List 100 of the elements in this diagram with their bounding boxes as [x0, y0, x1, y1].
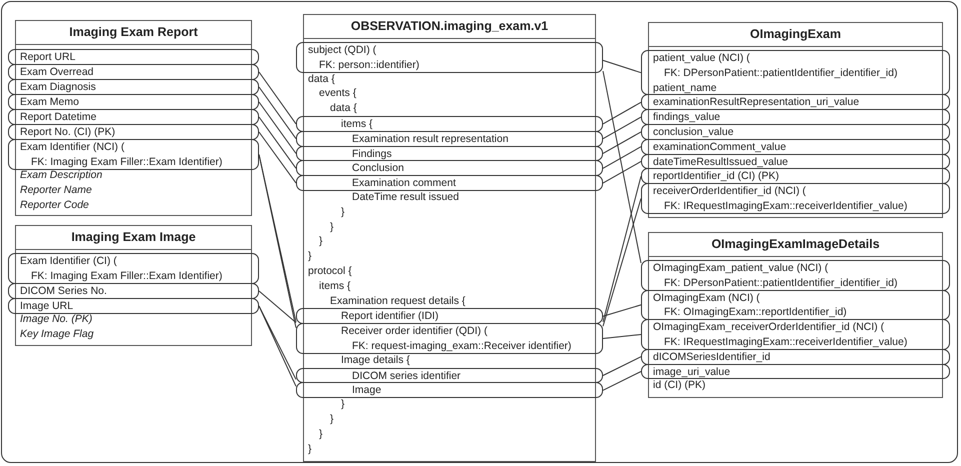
connector-line [602, 304, 642, 317]
connector-line [602, 334, 642, 339]
attribute-name: Reporter Name [20, 183, 92, 198]
field-name: OImagingExam_receiverOrderIdentifier_id (NCI) ( [652, 320, 886, 335]
code-line: protocol { [308, 264, 352, 279]
field-name: FK: IRequestImagingExam::receiverIdentifier_value) [663, 198, 908, 214]
field-row [641, 348, 950, 365]
field-row [296, 130, 603, 147]
connector-line [258, 102, 296, 154]
field-row [296, 382, 603, 398]
field-name: Report Datetime [19, 110, 98, 125]
connector-line [258, 72, 296, 124]
field-name: Exam Overread [19, 65, 95, 80]
field-row [8, 79, 259, 95]
field-row [641, 154, 950, 170]
field-row [641, 109, 950, 125]
connector-line [258, 116, 296, 169]
code-line: data { [308, 72, 335, 86]
code-line: } [319, 234, 323, 250]
field-row [641, 364, 950, 380]
attribute-name: Exam Description [20, 168, 102, 183]
connector-line [602, 60, 642, 74]
field-name: dateTimeResultIssued_value [652, 154, 790, 170]
code-line: } [330, 220, 334, 234]
field-name: Receiver order identifier (QDI) ( [340, 324, 488, 339]
code-line: } [341, 204, 345, 220]
attribute-name: Key Image Flag [20, 327, 94, 342]
table-title: OBSERVATION.imaging_exam.v1 [304, 15, 595, 39]
field-row [641, 168, 950, 184]
field-name: examinationResultRepresentation_uri_value [652, 95, 860, 110]
field-name: findings_value [652, 110, 722, 125]
field-row [296, 175, 603, 191]
field-row [296, 146, 603, 162]
field-row [641, 290, 950, 320]
code-line: } [308, 442, 312, 456]
field-name: FK: OImagingExam::reportIdentifier_id) [663, 305, 848, 320]
connector-line [258, 86, 296, 140]
field-name: Image [351, 383, 382, 398]
field-name: Exam Identifier (CI) ( [19, 254, 118, 269]
field-name: OImagingExam (NCI) ( [652, 290, 761, 306]
field-row [641, 319, 950, 350]
field-name: FK: Imaging Exam Filler::Exam Identifier) [30, 268, 224, 284]
connector-line [602, 102, 642, 124]
field-name: Image URL [19, 299, 74, 314]
field-name: Report No. (CI) (PK) [19, 125, 116, 140]
field-name: Report identifier (IDI) [340, 309, 440, 324]
field-row [8, 298, 259, 314]
field-name: Examination result representation [351, 132, 510, 147]
field-name: image_uri_value [652, 364, 732, 380]
field-name: items { [340, 117, 374, 132]
field-name: FK: IRequestImagingExam::receiverIdentifier_value) [663, 334, 908, 350]
field-name: dICOMSeriesIdentifier_id [652, 350, 772, 365]
code-line: id (CI) (PK) [653, 378, 706, 394]
field-name: receiverOrderIdentifier_id (NCI) ( [652, 184, 807, 199]
code-line: } [308, 249, 312, 264]
field-row [8, 139, 259, 170]
field-row [296, 308, 603, 324]
field-row [296, 116, 603, 132]
field-name: reportIdentifier_id (CI) (PK) [652, 169, 780, 184]
field-name: Exam Diagnosis [19, 80, 97, 95]
field-row [641, 183, 950, 214]
code-line: data { [330, 101, 357, 116]
field-name: Findings [351, 146, 393, 162]
connector-line [602, 70, 642, 264]
connector-line [602, 356, 642, 376]
field-name: FK: DPersonPatient::patientIdentifier_identifier_id) [663, 66, 898, 81]
field-name: FK: request-imaging_exam::Receiver identifier) [351, 338, 572, 354]
connector-line [602, 176, 642, 322]
field-row [296, 160, 603, 176]
field-name: DICOM series identifier [351, 368, 462, 384]
table-title: OImagingExam [649, 23, 942, 47]
code-line: DateTime result issued [352, 190, 459, 205]
field-row [8, 253, 259, 284]
code-line: events { [319, 86, 356, 102]
table-title: Imaging Exam Image [16, 226, 251, 250]
connector-line [602, 146, 642, 169]
field-name: conclusion_value [652, 125, 735, 140]
field-row [8, 124, 259, 140]
code-line: items { [319, 278, 351, 294]
field-name: examinationComment_value [652, 140, 788, 155]
field-name: FK: DPersonPatient::patientIdentifier_identifier_id) [663, 276, 898, 291]
field-row [8, 109, 259, 125]
attribute-name: Image No. (PK) [20, 312, 92, 327]
connector-line [258, 290, 296, 324]
table-title: Imaging Exam Report [16, 21, 251, 45]
field-name: Exam Identifier (NCI) ( [19, 140, 126, 155]
attribute-name: Reporter Code [20, 198, 89, 213]
field-row [641, 50, 950, 96]
field-row [8, 49, 259, 65]
connector-line [602, 131, 642, 154]
connector-line [602, 371, 642, 391]
connector-line [602, 116, 642, 140]
field-name: Exam Memo [19, 95, 80, 110]
field-name: subject (QDI) ( [307, 43, 378, 58]
field-name: DICOM Series No. [19, 284, 108, 299]
field-row [641, 138, 950, 155]
field-name: patient_name [652, 80, 718, 96]
connector-line [602, 161, 642, 184]
field-row [8, 94, 259, 110]
code-line: Image details { [341, 352, 410, 368]
